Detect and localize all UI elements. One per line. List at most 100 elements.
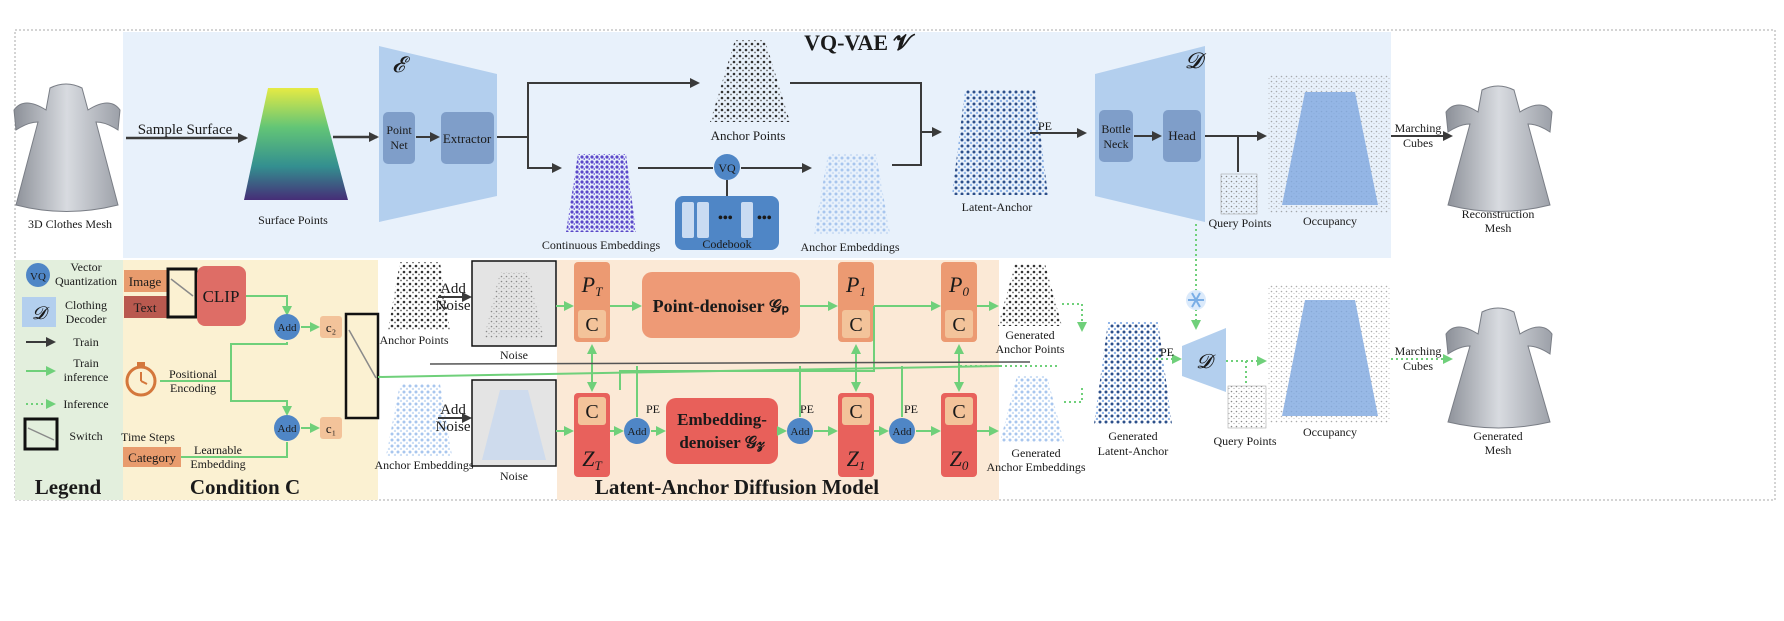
- legend-decoder-box: [22, 297, 56, 327]
- latent-anchor-cloud: [952, 90, 1048, 195]
- pt-block: [574, 262, 610, 342]
- gen-anchor-points-label-2: Anchor Points: [996, 342, 1065, 356]
- p-feedback-line: [619, 306, 875, 390]
- legend-vq-label-1: Vector: [70, 260, 101, 274]
- decoder-symbol: 𝓓: [1185, 48, 1207, 73]
- gen-anchor-emb-cloud: [1000, 376, 1064, 442]
- decoder-trapezoid: [1095, 46, 1205, 222]
- noise-label-bottom: Noise: [500, 469, 528, 483]
- gen-anchor-emb-label-2: Anchor Embeddings: [987, 460, 1086, 474]
- category-to-add-line: [181, 442, 288, 458]
- point-net-label-2: Net: [390, 138, 408, 152]
- condition-title: Condition C: [190, 475, 300, 499]
- legend-switch-label: Switch: [69, 429, 102, 443]
- gen-latent-label-1: Generated: [1108, 429, 1157, 443]
- reconstruction-label-2: Mesh: [1485, 221, 1512, 235]
- legend-inference-label: Inference: [63, 397, 108, 411]
- learnable-label-1: Learnable: [194, 443, 242, 457]
- gen-anchor-points-cloud: [998, 264, 1062, 326]
- surface-points-cloud: [244, 88, 348, 200]
- add-circle-bottom: [274, 415, 300, 441]
- zt-c-label: C: [585, 401, 598, 423]
- z1-c-label: C: [849, 401, 862, 423]
- gen-decoder-symbol: 𝓓: [1196, 351, 1216, 373]
- add-bottom-label: Add: [278, 423, 297, 435]
- point-denoiser-label: Point-denoiser 𝒢ₚ: [653, 296, 790, 316]
- emb-denoiser-label-1: Embedding-: [677, 410, 767, 429]
- condition-switch-line: [348, 329, 377, 379]
- gen-query-points-cube: [1227, 385, 1267, 429]
- add-noise-bottom-2: Noise: [436, 419, 471, 435]
- point-net-label-1: Point: [386, 123, 412, 137]
- anchor-points-label: Anchor Points: [711, 128, 786, 143]
- gen-occupancy-label: Occupancy: [1303, 425, 1357, 439]
- text-box: [124, 296, 167, 318]
- anchor-train-line: [429, 361, 1031, 365]
- category-label: Category: [128, 450, 176, 465]
- noise-label-top: Noise: [500, 348, 528, 362]
- marching-cubes-label-2: Cubes: [1403, 136, 1433, 150]
- extractor-box: [441, 112, 494, 164]
- learnable-label-2: Embedding: [190, 457, 245, 471]
- c1-box: [320, 417, 342, 439]
- c1-label: c₁: [326, 421, 336, 436]
- codebook-slot: [741, 202, 753, 238]
- legend-decoder-label-2: Decoder: [66, 312, 107, 326]
- reconstruction-mesh-image: [1445, 85, 1553, 212]
- anchor-points-cloud: [710, 40, 790, 122]
- z1-block: [838, 393, 874, 477]
- clip-box: [197, 266, 246, 326]
- extractor-label: Extractor: [443, 131, 492, 146]
- diff-add-label-2: Add: [791, 426, 810, 438]
- emb-denoiser-box: [666, 398, 778, 464]
- arrow-to-continuous-emb: [527, 137, 562, 173]
- merge-line: [790, 82, 922, 166]
- add-top-label: Add: [278, 322, 297, 334]
- vq-label: VQ: [718, 161, 736, 175]
- legend-vq-label-2: Quantization: [55, 274, 117, 288]
- generated-mesh-image: [1445, 307, 1553, 429]
- snowflake-icon: [1186, 290, 1206, 310]
- stopwatch-button: [137, 362, 145, 366]
- head-box: [1163, 110, 1201, 162]
- legend-vq-symbol: VQ: [30, 271, 46, 283]
- diff-pe-label-3: PE: [904, 402, 918, 416]
- diff-anchor-points-label: Anchor Points: [380, 333, 449, 347]
- legend-train-inference-label-2: inference: [64, 370, 109, 384]
- text-label: Text: [134, 300, 157, 315]
- diff-anchor-points-cloud: [388, 262, 450, 330]
- sample-surface-label: Sample Surface: [138, 122, 233, 138]
- point-net-box: [383, 112, 415, 164]
- noise-cloud-bottom: [482, 390, 546, 460]
- gen-anchor-emb-label-1: Generated: [1011, 446, 1060, 460]
- marching-cubes-label-1: Marching: [1395, 121, 1442, 135]
- legend-vq-circle: [26, 263, 50, 287]
- condition-switch-box: [344, 312, 380, 420]
- legend-decoder-symbol: 𝓓: [32, 303, 50, 323]
- gen-anchor-points-label-1: Generated: [1005, 328, 1054, 342]
- c2-label: c₂: [326, 320, 336, 335]
- legend-train-inference-label-1: Train: [73, 356, 99, 370]
- gen-marching-label-1: Marching: [1395, 344, 1442, 358]
- arrow-to-anchor-points: [497, 78, 700, 138]
- gen-query-points-label: Query Points: [1214, 434, 1277, 448]
- legend-train-label: Train: [73, 335, 99, 349]
- gen-occupancy-dress: [1282, 300, 1378, 416]
- z0-c-label: C: [952, 401, 965, 423]
- gen-pe-label: PE: [1160, 345, 1174, 359]
- diff-pe-label-1: PE: [646, 402, 660, 416]
- codebook-slot: [697, 202, 709, 238]
- switch-line: [170, 278, 194, 297]
- add-noise-top-1: Add: [440, 281, 466, 297]
- category-box: [123, 447, 181, 467]
- diff-pe-label-2: PE: [800, 402, 814, 416]
- anchor-embeddings-label: Anchor Embeddings: [801, 240, 900, 254]
- bottle-neck-label-1: Bottle: [1101, 122, 1130, 136]
- codebook-label: Codebook: [702, 237, 751, 251]
- c2-box: [320, 316, 342, 338]
- bottle-neck-box: [1099, 110, 1133, 162]
- add-noise-top-2: Noise: [436, 298, 471, 314]
- gen-marching-label-2: Cubes: [1403, 359, 1433, 373]
- continuous-embeddings-label: Continuous Embeddings: [542, 238, 661, 252]
